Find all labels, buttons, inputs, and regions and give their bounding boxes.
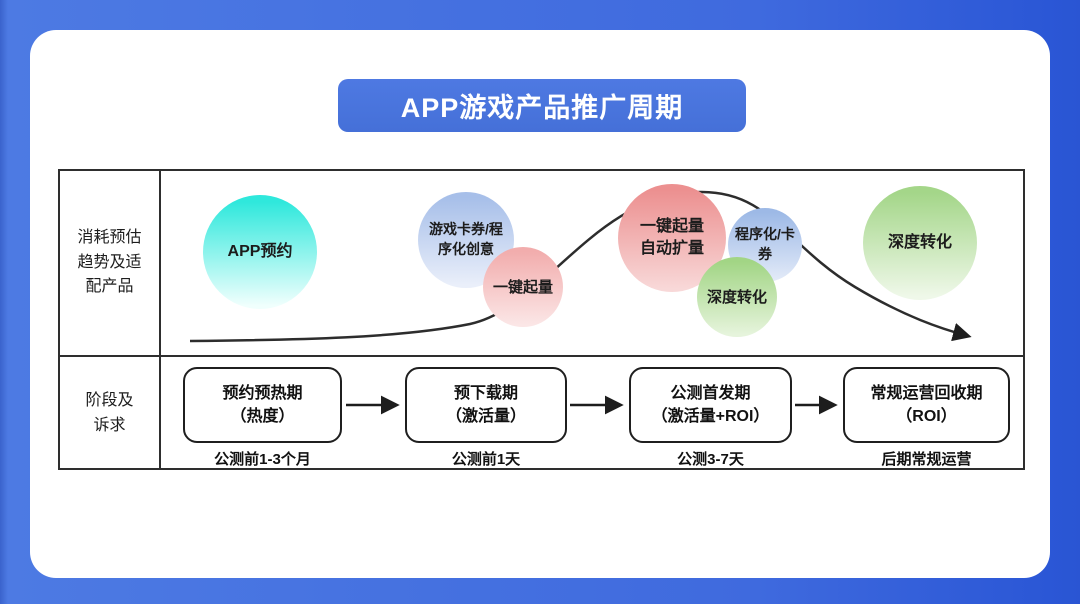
stage-caption-reservation-warmup: 公测前1-3个月 (214, 451, 311, 468)
stage-box-launch: 公测首发期 （激活量+ROI） (629, 367, 792, 443)
table-column-divider (159, 171, 161, 468)
row-label-consumption-trend: 消耗预估 趋势及适 配产品 (77, 228, 142, 296)
stage-box-reservation-warmup: 预约预热期 （热度） (183, 367, 342, 443)
stage-box-predownload: 预下载期 （激活量） (405, 367, 567, 443)
bubble-deep-conversion-large: 深度转化 (863, 186, 977, 300)
stage-box-regular-operation: 常规运营回收期 （ROI） (843, 367, 1010, 443)
bubble-app-reserve: APP预约 (203, 195, 317, 309)
stage-caption-regular-operation: 后期常规运营 (881, 451, 972, 468)
stage-caption-launch: 公测3-7天 (677, 451, 744, 468)
bubble-one-key-boost: 一键起量 (483, 247, 563, 327)
promotion-cycle-table: 消耗预估 趋势及适 配产品 阶段及 诉求 (58, 169, 1025, 470)
stage-caption-predownload: 公测前1天 (451, 451, 521, 468)
row-label-stage-demand: 阶段及 诉求 (85, 391, 134, 434)
table-row-divider (60, 355, 1023, 357)
bubble-deep-conversion-small: 深度转化 (697, 257, 777, 337)
page-title: APP游戏产品推广周期 (338, 79, 746, 132)
